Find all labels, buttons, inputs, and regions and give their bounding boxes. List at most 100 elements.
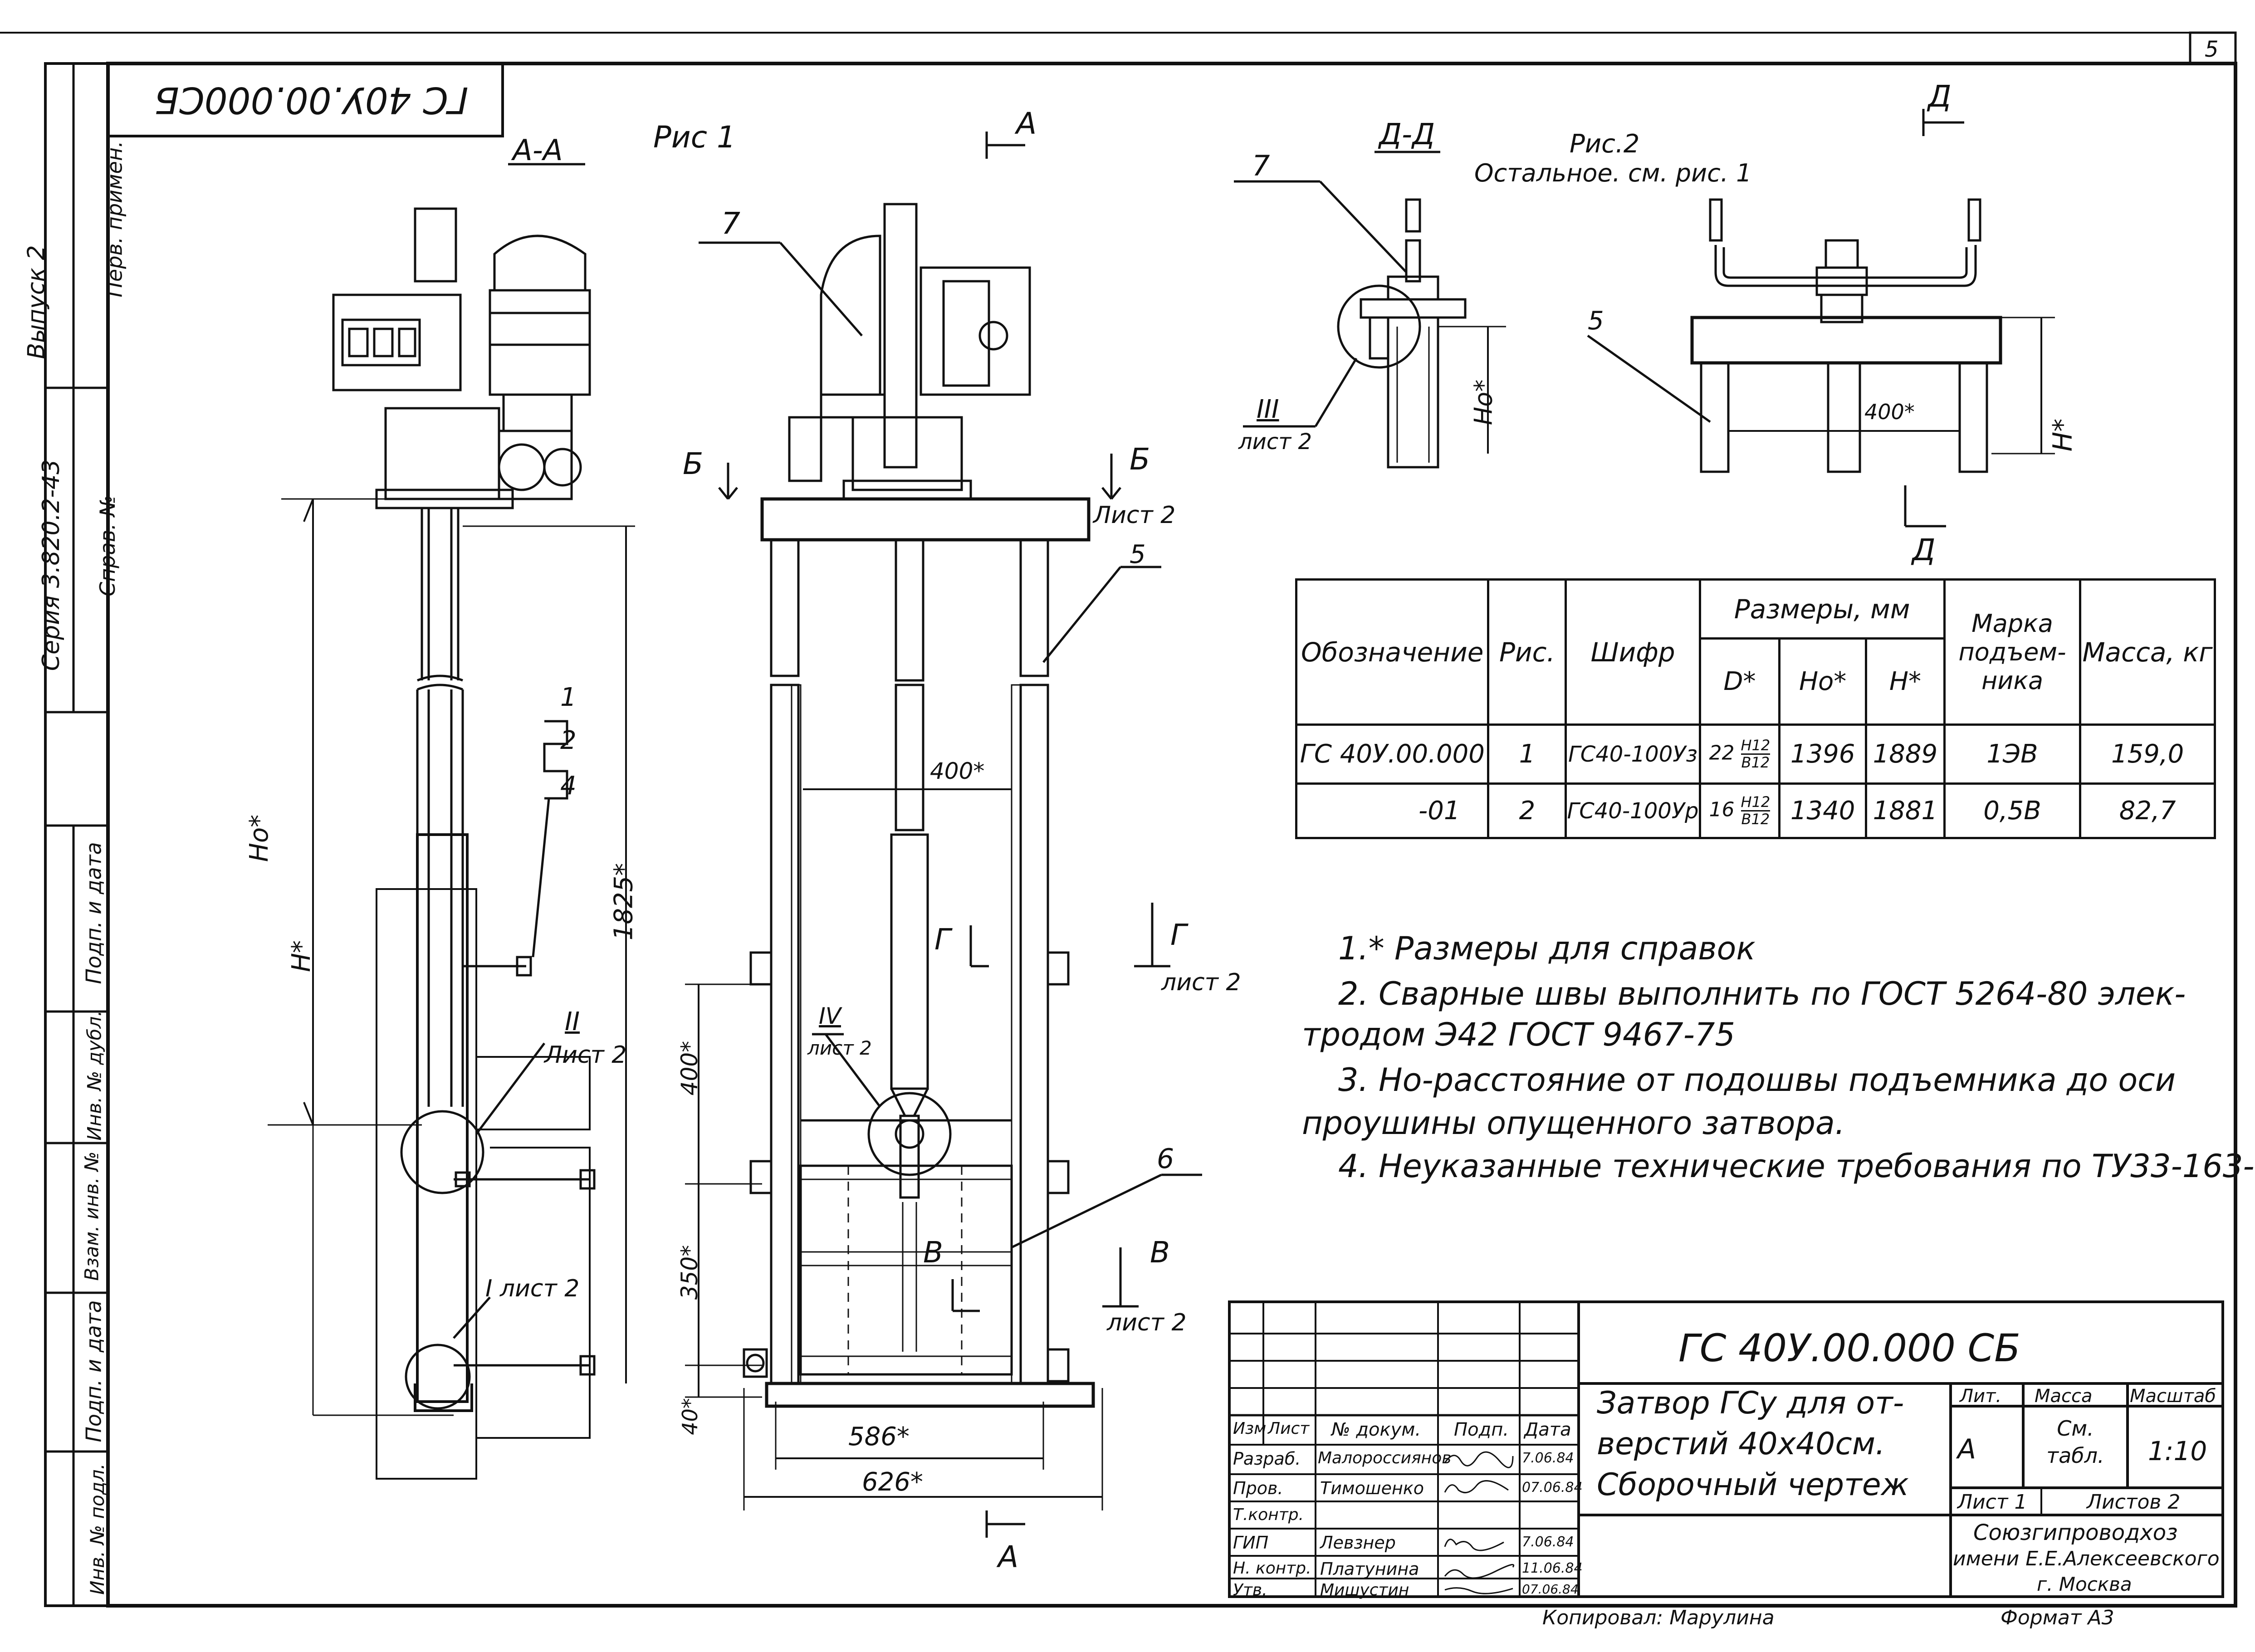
note-3: 3. Но-расстояние от подошвы подъемника д… <box>1338 1061 2176 1099</box>
dim-40: 40* <box>677 1398 702 1435</box>
d-value: 22 <box>1709 741 1735 765</box>
note-2: 2. Сварные швы выполнить по ГОСТ 5264-80… <box>1338 975 2186 1012</box>
cell-fig: 1 <box>1487 723 1567 785</box>
mirrored-code-box <box>107 62 504 137</box>
org-line-3: г. Москва <box>2037 1573 2132 1595</box>
mass-value: См. табл. <box>2046 1416 2104 1468</box>
role-utv: Утв. <box>1233 1581 1267 1599</box>
dim-626: 626* <box>862 1467 923 1497</box>
stamp-perv-primen: Перв. примен. <box>102 141 127 298</box>
name-prov: Тимошенко <box>1320 1478 1424 1498</box>
hdr-dims: Размеры, мм <box>1698 578 1946 640</box>
scale-label: Масштаб <box>2130 1386 2216 1407</box>
cut-d-bottom: Д <box>1912 533 1936 567</box>
stamp-podp-data-2: Подп. и дата <box>81 1300 106 1442</box>
lit-label: Лит. <box>1960 1386 2002 1407</box>
cut-b-left: Б <box>683 446 704 481</box>
d-value: 16 <box>1709 798 1735 821</box>
note-1: 1.* Размеры для справок <box>1338 930 1756 967</box>
role-prov: Пров. <box>1233 1478 1283 1498</box>
title-block-grid <box>1228 1300 2224 1598</box>
hdr-list: Лист <box>1268 1419 1310 1438</box>
callout-ii: II <box>565 1007 580 1036</box>
stamp-sprav: Справ. № <box>95 495 120 596</box>
dim-400-dd: 400* <box>1864 400 1915 424</box>
hdr-mass: Масса, кг <box>2079 578 2216 726</box>
date-prov: 07.06.84 <box>1522 1480 1583 1496</box>
hdr-designation: Обозначение <box>1295 578 1490 726</box>
date-utv: 07.06.84 <box>1522 1582 1579 1597</box>
date-nkontr: 11.06.84 <box>1522 1560 1583 1576</box>
callout-5-front: 5 <box>1130 540 1146 569</box>
callout-i: I лист 2 <box>485 1275 580 1302</box>
org-line-1: Союзгипроводхоз <box>1973 1520 2178 1545</box>
cell-h0: 1396 <box>1778 723 1868 785</box>
hdr-date: Дата <box>1524 1419 1571 1440</box>
cut-v-right: В <box>1150 1236 1170 1270</box>
callout-iii-sheet: лист 2 <box>1238 429 1312 455</box>
callout-7-front: 7 <box>721 206 740 241</box>
fit-top: H12 <box>1741 737 1771 755</box>
cell-code: ГС40-100Уз <box>1565 723 1701 785</box>
section-aa-drawing <box>268 163 635 1480</box>
callout-2: 2 <box>560 726 577 755</box>
date-gip: 7.06.84 <box>1522 1534 1574 1550</box>
callout-iv: IV <box>819 1003 841 1029</box>
name-razrab: Малороссиянов <box>1318 1449 1452 1467</box>
fit-bottom: B12 <box>1741 811 1770 828</box>
section-dd-title: Д-Д <box>1379 118 1435 152</box>
callout-ii-sheet: Лист 2 <box>544 1041 627 1069</box>
cut-d-top: Д <box>1928 79 1952 114</box>
fig1-label: Рис 1 <box>653 120 736 155</box>
page-number-box <box>2189 31 2237 65</box>
title-name-3: Сборочный чертеж <box>1597 1467 1909 1503</box>
dim-400-inner: 400* <box>930 758 985 784</box>
name-utv: Мишустин <box>1320 1581 1409 1599</box>
note-4: 4. Неуказанные технические требования по… <box>1338 1148 2255 1185</box>
dim-h-dd: Н* <box>2047 418 2078 452</box>
cut-v-left: В <box>923 1236 943 1270</box>
callout-iii: III <box>1257 395 1279 424</box>
scale-value: 1:10 <box>2148 1436 2207 1466</box>
dim-586: 586* <box>848 1422 910 1452</box>
fit-top: H12 <box>1741 794 1771 811</box>
stamp-inv-podl: Инв. № подл. <box>86 1463 108 1595</box>
cut-a-top: А <box>1016 106 1037 141</box>
role-tkontr: Т.контр. <box>1233 1505 1304 1524</box>
lit-value: А <box>1957 1433 1976 1465</box>
rest-note: Остальное. см. рис. 1 <box>1474 159 1752 187</box>
cell-designation: ГС 40У.00.000 <box>1295 723 1490 785</box>
cell-h: 1881 <box>1865 782 1946 839</box>
note-2-cont: тродом Э42 ГОСТ 9467-75 <box>1302 1016 1735 1053</box>
fit-bottom: B12 <box>1741 754 1770 771</box>
sheet-label: Лист 1 <box>1957 1491 2027 1514</box>
org-line-2: имени Е.Е.Алексеевского <box>1953 1547 2220 1570</box>
cell-designation: -01 <box>1295 782 1490 839</box>
callout-iv-sheet: лист 2 <box>807 1037 872 1059</box>
mass-label: Масса <box>2035 1386 2093 1407</box>
hdr-izm: Изм <box>1233 1419 1267 1438</box>
cell-h: 1889 <box>1865 723 1946 785</box>
spec-table: Обозначение Рис. Шифр Размеры, мм Марка … <box>1295 578 2216 839</box>
cut-a-bottom: А <box>998 1540 1019 1574</box>
name-nkontr: Платунина <box>1320 1559 1419 1579</box>
dim-h0-dd: Но* <box>1469 379 1498 425</box>
hdr-code: Шифр <box>1565 578 1701 726</box>
cell-mass: 159,0 <box>2079 723 2216 785</box>
callout-1: 1 <box>560 683 577 712</box>
cut-v-sheet: лист 2 <box>1107 1309 1187 1336</box>
title-name-2: верстий 40х40см. <box>1597 1426 1885 1462</box>
dim-1825: 1825* <box>609 863 639 941</box>
callout-7-dd: 7 <box>1252 149 1270 182</box>
stamp-podp-data-1: Подп. и дата <box>81 842 106 984</box>
dim-350: 350* <box>676 1245 703 1300</box>
stamp-vzam-inv: Взам. инв. № <box>80 1151 103 1281</box>
cell-mass: 82,7 <box>2079 782 2216 839</box>
date-razrab: 7.06.84 <box>1522 1450 1574 1466</box>
signatures <box>1444 1451 1515 1594</box>
hdr-doc: № докум. <box>1331 1419 1421 1440</box>
dim-h0-left: Но* <box>245 814 274 862</box>
